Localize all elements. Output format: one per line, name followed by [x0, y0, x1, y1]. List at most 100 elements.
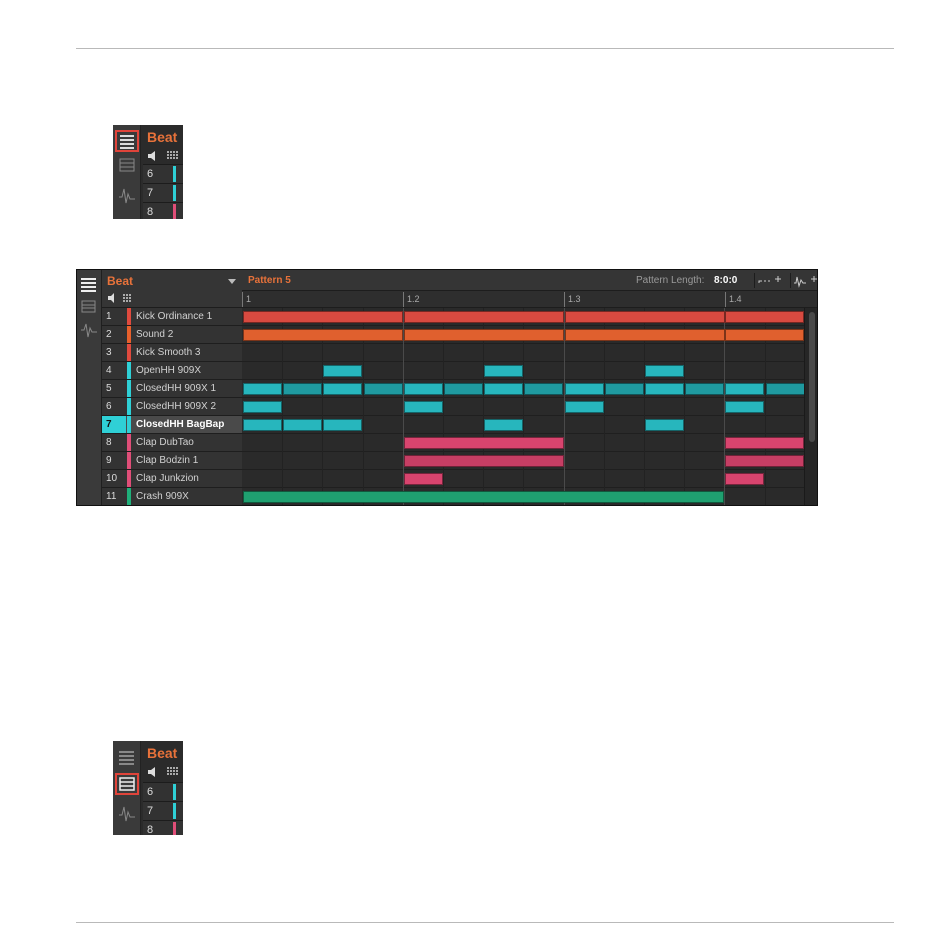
note-event[interactable] — [565, 383, 604, 395]
step-grid[interactable] — [242, 308, 804, 506]
sound-view-button[interactable] — [115, 773, 139, 795]
scrollbar-thumb[interactable] — [809, 312, 815, 442]
vertical-scrollbar[interactable] — [804, 308, 818, 506]
chevron-down-icon[interactable] — [228, 279, 236, 284]
sound-name: Kick Smooth 3 — [136, 347, 200, 358]
list-icon — [115, 748, 139, 768]
sound-color-bar — [127, 470, 131, 487]
note-event[interactable] — [725, 437, 804, 449]
note-event[interactable] — [243, 419, 282, 431]
note-event[interactable] — [323, 383, 362, 395]
note-event[interactable] — [323, 365, 362, 377]
note-event[interactable] — [645, 419, 684, 431]
note-event[interactable] — [524, 383, 563, 395]
note-event[interactable] — [484, 419, 523, 431]
sound-slot-row[interactable]: 6 — [143, 782, 183, 801]
note-event[interactable] — [725, 383, 764, 395]
slot-number: 6 — [147, 168, 153, 180]
note-event[interactable] — [565, 401, 604, 413]
note-event[interactable] — [243, 401, 282, 413]
sound-name: Sound 2 — [136, 329, 173, 340]
note-event[interactable] — [725, 329, 804, 341]
sound-slot-row[interactable]: 6 — [143, 164, 183, 183]
note-event[interactable] — [404, 383, 443, 395]
view-icon-column — [113, 741, 141, 835]
sound-color-bar — [127, 380, 131, 397]
note-event[interactable] — [565, 329, 725, 341]
sound-slot-row[interactable]: 8 — [143, 202, 183, 219]
note-event[interactable] — [404, 437, 564, 449]
note-event[interactable] — [484, 383, 523, 395]
note-event[interactable] — [404, 401, 443, 413]
speaker-icon[interactable] — [147, 150, 181, 162]
note-event[interactable] — [484, 365, 523, 377]
timeline-ruler[interactable]: 1 1.2 1.3 1.4 — [242, 291, 818, 308]
note-event[interactable] — [565, 311, 725, 323]
pattern-header: Pattern 5 Pattern Length: 8:0:0 — [242, 270, 818, 291]
speaker-icon[interactable] — [147, 766, 181, 778]
note-event[interactable] — [243, 491, 724, 503]
sound-color-bar — [127, 398, 131, 415]
note-event[interactable] — [645, 365, 684, 377]
note-event[interactable] — [364, 383, 403, 395]
pattern-length-value[interactable]: 8:0:0 — [714, 275, 737, 286]
header-rule — [76, 48, 894, 49]
sound-slot-row[interactable]: 7 — [143, 183, 183, 202]
note-event[interactable] — [725, 311, 804, 323]
divider — [790, 273, 791, 288]
dragger-icon[interactable] — [758, 274, 788, 288]
ruler-tick: 1.3 — [564, 292, 581, 307]
note-event[interactable] — [404, 455, 564, 467]
note-event[interactable] — [283, 419, 322, 431]
group-name[interactable]: Beat — [107, 274, 133, 288]
note-event[interactable] — [243, 383, 282, 395]
pattern-name[interactable]: Pattern 5 — [248, 275, 291, 286]
note-event[interactable] — [645, 383, 684, 395]
slot-number: 7 — [147, 187, 153, 199]
note-event[interactable] — [444, 383, 483, 395]
sound-color-bar — [127, 344, 131, 361]
note-event[interactable] — [685, 383, 724, 395]
note-event[interactable] — [725, 401, 764, 413]
note-event[interactable] — [243, 329, 403, 341]
waveform-view-button[interactable] — [115, 803, 139, 825]
sound-slot-row[interactable]: 7 — [143, 801, 183, 820]
note-event[interactable] — [404, 473, 443, 485]
note-event[interactable] — [725, 455, 804, 467]
sound-name: ClosedHH 909X 2 — [136, 401, 216, 412]
mute-and-grid-icons — [147, 765, 181, 783]
note-event[interactable] — [283, 383, 322, 395]
note-event[interactable] — [404, 311, 564, 323]
sound-list: Beat 1Kick Ordinance 12Sound 23Kick Smoo… — [102, 270, 242, 505]
view-icons — [77, 270, 101, 360]
sound-slot-row[interactable]: 8 — [143, 820, 183, 835]
top-mini-panel: Beat 6 7 8 — [113, 125, 183, 219]
color-swatch — [173, 185, 176, 201]
slot-number: 6 — [147, 786, 153, 798]
note-event[interactable] — [243, 311, 403, 323]
group-view-button[interactable] — [115, 748, 139, 770]
sound-color-bar — [127, 488, 131, 505]
waveform-view-button[interactable] — [115, 185, 139, 207]
note-event[interactable] — [766, 383, 805, 395]
group-view-button[interactable] — [115, 130, 139, 152]
audio-dragger-icon[interactable] — [793, 274, 818, 288]
note-event[interactable] — [605, 383, 644, 395]
speaker-icon[interactable] — [107, 293, 147, 305]
note-event[interactable] — [725, 473, 764, 485]
note-event[interactable] — [404, 329, 564, 341]
note-event[interactable] — [323, 419, 362, 431]
sound-number: 9 — [102, 452, 126, 469]
sound-view-button[interactable] — [115, 155, 139, 177]
